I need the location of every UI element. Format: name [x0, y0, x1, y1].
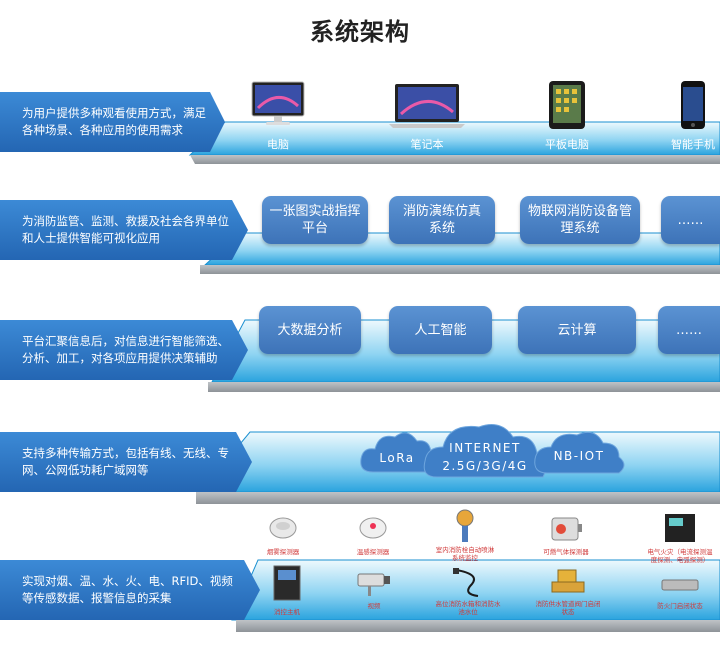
sensor-valve: 消防供水管道阀门启闭状态 — [536, 566, 601, 616]
cloud-icon — [534, 431, 625, 474]
cloud-label-internet: INTERNET — [449, 441, 521, 455]
layer-label-sensing: 实现对烟、温、水、火、电、RFID、视频等传感数据、报警信息的采集 — [0, 560, 260, 620]
app-box-one-map[interactable]: 一张图实战指挥平台 — [262, 196, 368, 244]
phone-icon — [681, 81, 705, 129]
sensor-gas: 可燃气体探测器 — [543, 512, 589, 560]
layer-application: 为消防监管、监测、救援及社会各界单位和人士提供智能可视化应用 一张图实战指挥平台… — [0, 188, 720, 283]
cloud-label-nbiot: NB-IOT — [554, 449, 605, 463]
layer-label-application: 为消防监管、监测、救援及社会各界单位和人士提供智能可视化应用 — [0, 200, 248, 260]
sensor-smoke: 烟雾探测器 — [267, 512, 299, 560]
sensor-video: 视频 — [356, 570, 392, 616]
intel-box-big-data[interactable]: 大数据分析 — [259, 306, 361, 354]
laptop-icon — [389, 84, 465, 128]
device-tablet: 平板电脑 — [537, 80, 597, 151]
water-level-icon — [453, 568, 479, 597]
sensor-hydrant: 室内消防栓自动喷淋系统监控 — [436, 508, 494, 562]
page-title: 系统架构 — [310, 18, 410, 46]
network-clouds: LoRa INTERNET 2.5G/3G/4G NB-IOT — [360, 424, 625, 478]
app-box-more[interactable]: …… — [661, 196, 720, 244]
intel-box-cloud[interactable]: 云计算 — [518, 306, 636, 354]
hydrant-monitor-icon — [456, 509, 474, 542]
heat-detector-icon — [359, 517, 387, 539]
layer-label-intelligence: 平台汇聚信息后，对信息进行智能筛选、分析、加工，对各项应用提供决策辅助 — [0, 320, 248, 380]
cloud-label-lora: LoRa — [379, 451, 414, 465]
intel-box-more[interactable]: …… — [658, 306, 720, 354]
intel-box-ai[interactable]: 人工智能 — [389, 306, 492, 354]
sensor-water-level: 高位消防水箱和消防水池水位 — [436, 568, 501, 616]
sensing-panel — [231, 559, 720, 632]
device-desktop: 电脑 — [248, 80, 308, 151]
smoke-detector-icon — [269, 517, 297, 539]
sensor-fire-door: 防火门启闭状态 — [657, 576, 703, 616]
app-box-iot-mgmt[interactable]: 物联网消防设备管理系统 — [520, 196, 640, 244]
device-label: 智能手机 — [671, 138, 715, 151]
valve-icon — [551, 569, 585, 593]
desktop-icon — [251, 81, 305, 125]
tablet-icon — [549, 81, 585, 129]
gas-detector-icon — [551, 517, 582, 541]
electrical-fire-icon — [665, 514, 695, 542]
layer-intelligence: 平台汇聚信息后，对信息进行智能筛选、分析、加工，对各项应用提供决策辅助 大数据分… — [0, 300, 720, 400]
camera-icon — [357, 573, 390, 596]
layer-sensing: 实现对烟、温、水、火、电、RFID、视频等传感数据、报警信息的采集 烟雾探测器 … — [0, 508, 720, 650]
layer-display: 为用户提供多种观看使用方式，满足各种场景、各种应用的使用需求 电脑 笔记本 — [0, 80, 720, 170]
sensor-electrical: 电气火灾（电流探测温度探测、电弧探测） — [648, 512, 713, 564]
device-phone: 智能手机 — [666, 80, 720, 151]
device-label: 平板电脑 — [545, 138, 589, 151]
app-box-drill-sim[interactable]: 消防演练仿真系统 — [389, 196, 495, 244]
sensor-heat: 温感探测器 — [357, 512, 389, 560]
device-label: 笔记本 — [410, 138, 444, 151]
cloud-label-cellular: 2.5G/3G/4G — [442, 459, 527, 473]
device-laptop: 笔记本 — [387, 80, 467, 151]
layer-network: 支持多种传输方式，包括有线、无线、专网、公网低功耗广域网等 LoRa INTER… — [0, 412, 720, 512]
sensor-control-host: 消控主机 — [270, 564, 304, 616]
fire-door-icon — [661, 579, 699, 591]
device-label: 电脑 — [267, 138, 289, 151]
control-panel-icon — [273, 565, 301, 601]
layer-label-network: 支持多种传输方式，包括有线、无线、专网、公网低功耗广域网等 — [0, 432, 252, 492]
layer-label-display: 为用户提供多种观看使用方式，满足各种场景、各种应用的使用需求 — [0, 92, 225, 152]
